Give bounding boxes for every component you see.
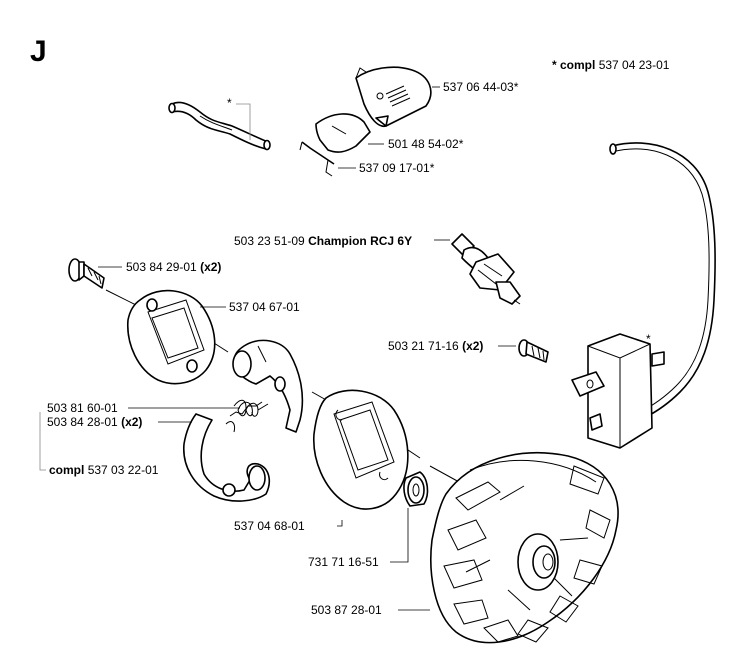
label-compl-clutch-prefix: compl (49, 463, 84, 477)
valve-plate[interactable] (315, 113, 371, 153)
intake-cap[interactable] (355, 66, 432, 128)
ignition-module[interactable] (571, 333, 665, 449)
label-compl-clutch: compl 537 03 22-01 (49, 463, 159, 477)
washer[interactable] (403, 471, 429, 507)
flywheel[interactable] (430, 452, 619, 644)
label-503-21-71-16: 503 21 71-16 (x2) (388, 339, 483, 353)
spark-plug-number: 503 23 51-09 (234, 234, 305, 248)
label-503-84-28-number: 503 84 28-01 (47, 415, 118, 429)
label-503-84-29-qty: (x2) (200, 260, 221, 274)
label-537-04-68-01: 537 04 68-01 (234, 519, 305, 533)
fuel-hose[interactable] (168, 101, 271, 151)
label-503-81-60-01: 503 81 60-01 (47, 401, 118, 415)
screw-top[interactable] (68, 258, 105, 289)
screw-module[interactable] (518, 339, 549, 363)
label-compl-clutch-number: 537 03 22-01 (88, 463, 159, 477)
label-503-21-71-qty: (x2) (462, 339, 483, 353)
label-spark-plug: 503 23 51-09 Champion RCJ 6Y (234, 234, 412, 248)
label-503-84-28-qty: (x2) (121, 415, 142, 429)
label-503-21-71-number: 503 21 71-16 (388, 339, 459, 353)
section-letter: J (30, 35, 47, 68)
leader-hose (236, 103, 251, 140)
label-503-87-28-01: 503 87 28-01 (311, 603, 382, 617)
compl-note-prefix: * compl (552, 58, 595, 72)
label-503-84-28-01: 503 84 28-01 (x2) (47, 415, 142, 429)
spark-plug[interactable] (451, 233, 521, 305)
label-503-84-29-number: 503 84 29-01 (126, 260, 197, 274)
fuel-hose-asterisk: * (227, 96, 232, 110)
clutch-shoe-lower[interactable] (183, 413, 271, 502)
leader-731-71-16 (390, 508, 409, 563)
link-wire[interactable] (299, 141, 335, 177)
label-537-09-17-01: 537 09 17-01* (359, 161, 435, 175)
label-537-04-67-01: 537 04 67-01 (229, 300, 300, 314)
clutch-shoe-upper[interactable] (232, 339, 304, 433)
clutch-spring[interactable] (225, 399, 269, 433)
label-731-71-16-51: 731 71 16-51 (308, 555, 379, 569)
clutch-plate-front[interactable] (313, 389, 409, 510)
label-501-48-54-02: 501 48 54-02* (388, 137, 464, 151)
label-503-84-29-01: 503 84 29-01 (x2) (126, 260, 221, 274)
bracket-compl-clutch (39, 412, 46, 471)
module-asterisk: * (646, 332, 651, 346)
leader-537-04-68 (337, 520, 343, 527)
compl-note: * compl 537 04 23-01 (552, 58, 670, 72)
compl-note-number: 537 04 23-01 (599, 58, 670, 72)
spark-plug-name: Champion RCJ 6Y (308, 234, 412, 248)
clutch-plate-rear[interactable] (127, 289, 216, 385)
label-537-06-44-03: 537 06 44-03* (443, 80, 519, 94)
